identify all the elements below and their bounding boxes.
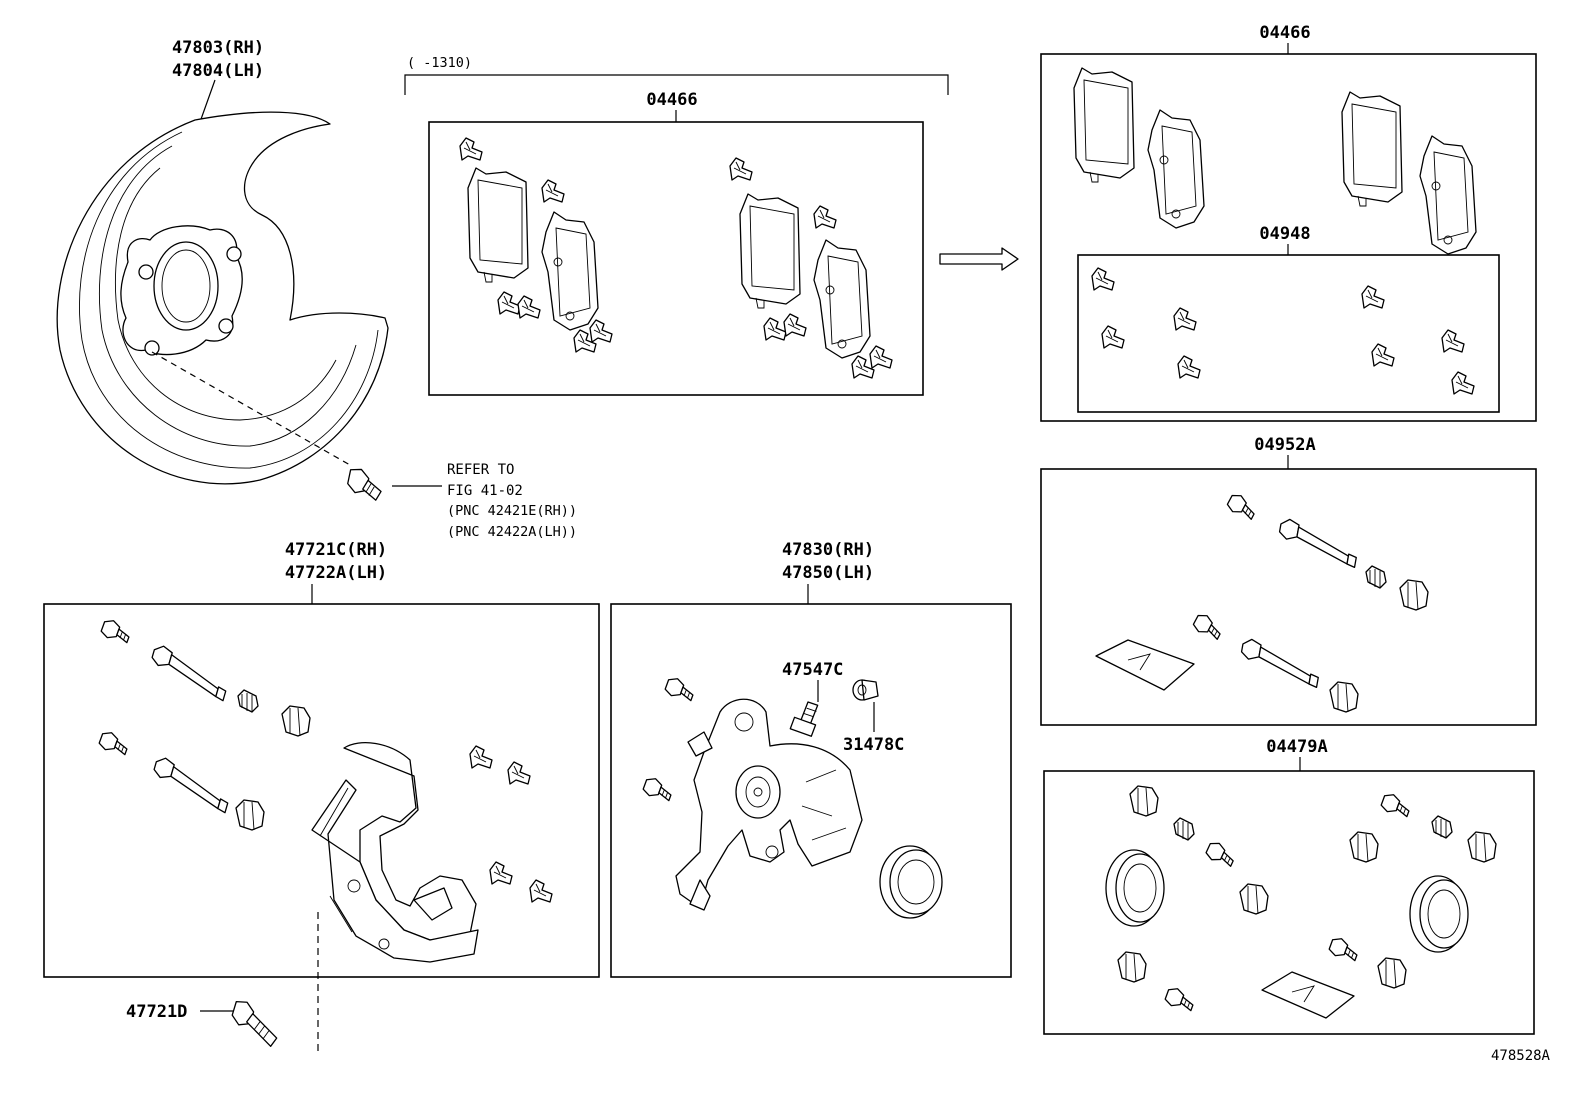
bleeder-plug-label: 47547C — [782, 660, 843, 680]
cylinder-kit-group: 04479A — [1043, 737, 1535, 1035]
pad-kit-early-group: ( -1310) 04466 — [404, 55, 949, 396]
pad-kit-early-box — [428, 121, 924, 396]
caliper-assy-label-rh: 47830(RH) — [782, 540, 874, 560]
caliper-mounting-label-rh: 47721C(RH) — [285, 540, 387, 560]
cylinder-kit-box — [1043, 770, 1535, 1035]
pad-kit-early-label: 04466 — [646, 90, 697, 110]
bolt-reference-line4: (PNC 42422A(LH)) — [447, 524, 577, 540]
support-kit-label: 04952A — [1254, 435, 1315, 455]
backing-plate-group: 47803(RH) 47804(LH) — [56, 38, 442, 501]
supersession-arrow — [939, 247, 1019, 271]
shim-kit-box — [1077, 254, 1500, 413]
caliper-assy-box — [610, 603, 1012, 978]
caliper-assy-group: 47830(RH) 47850(LH) 47547C — [610, 540, 1012, 978]
mounting-bolt-label: 47721D — [126, 1002, 187, 1022]
pad-kit-late-group: 04466 04948 — [1040, 23, 1537, 422]
pad-kit-late-box — [1040, 53, 1537, 422]
backing-plate-label-rh: 47803(RH) — [172, 38, 264, 58]
bolt-reference-line2: FIG 41-02 — [447, 483, 523, 499]
production-bracket-label: ( -1310) — [407, 55, 472, 71]
cylinder-kit-label: 04479A — [1266, 737, 1327, 757]
caliper-mounting-group: 47721C(RH) 47722A(LH) — [43, 540, 600, 1052]
bolt-reference-line1: REFER TO — [447, 462, 514, 478]
mounting-bolt-group: 47721D — [126, 1000, 278, 1047]
support-kit-box — [1040, 468, 1537, 726]
shim-kit-label: 04948 — [1259, 224, 1310, 244]
backing-plate-label-lh: 47804(LH) — [172, 61, 264, 81]
caliper-assy-label-lh: 47850(LH) — [782, 563, 874, 583]
pad-kit-late-label: 04466 — [1259, 23, 1310, 43]
caliper-mounting-label-lh: 47722A(LH) — [285, 563, 387, 583]
diagram-code: 478528A — [1491, 1048, 1551, 1064]
support-kit-group: 04952A — [1040, 435, 1537, 726]
bolt-reference: REFER TO FIG 41-02 (PNC 42421E(RH)) (PNC… — [447, 462, 577, 540]
bolt-reference-line3: (PNC 42421E(RH)) — [447, 503, 577, 519]
caliper-mounting-box — [43, 603, 600, 978]
bleeder-cap-label: 31478C — [843, 735, 904, 755]
